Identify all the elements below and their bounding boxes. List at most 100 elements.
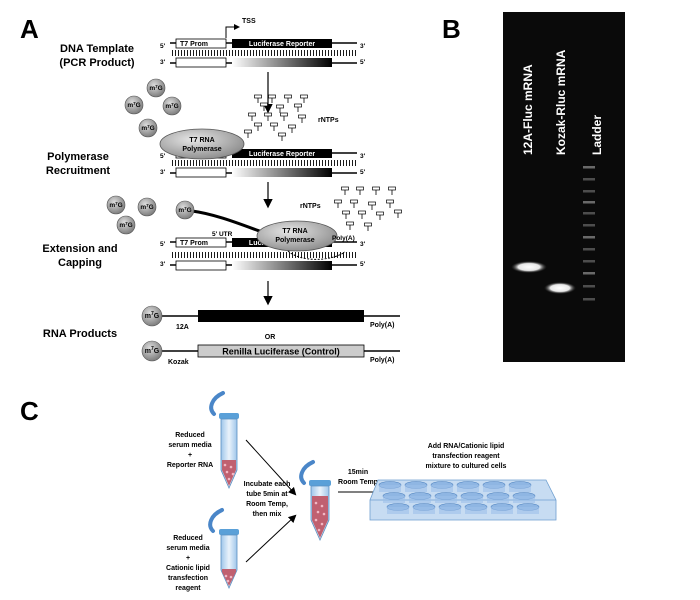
rntp-icon xyxy=(284,94,292,103)
rntp-icon xyxy=(376,211,384,220)
svg-text:T7 RNA: T7 RNA xyxy=(282,228,307,235)
polya-small-label: Poly(A) xyxy=(332,235,355,242)
rntp-icon xyxy=(388,186,396,195)
svg-text:Add RNA/Cationic lipid: Add RNA/Cationic lipid xyxy=(428,443,505,450)
rntp-icon xyxy=(244,129,252,138)
cap-m7g-icon: m7G xyxy=(106,195,126,215)
renilla-leader: Kozak xyxy=(168,359,189,366)
svg-text:3': 3' xyxy=(360,241,366,248)
cap-m7g-icon: m7G xyxy=(162,96,182,116)
svg-text:T7 Prom: T7 Prom xyxy=(180,240,208,247)
tss-label: TSS xyxy=(242,18,256,25)
svg-text:m7G: m7G xyxy=(127,101,140,110)
lane-label-2: Kozak-Rluc mRNA xyxy=(554,49,568,155)
svg-text:reagent: reagent xyxy=(175,585,201,592)
rntps-label-1: rNTPs xyxy=(318,117,339,124)
svg-text:Reduced: Reduced xyxy=(175,432,205,439)
dna-template-1: 5' 3' 3' 5' T7 Prom Luciferase Reporter … xyxy=(160,18,366,68)
luciferase-reporter-label: Luciferase Reporter xyxy=(249,41,315,48)
rntp-icon xyxy=(288,124,296,133)
svg-text:3': 3' xyxy=(160,59,166,66)
svg-text:3': 3' xyxy=(160,261,166,268)
svg-text:Reduced: Reduced xyxy=(173,535,203,542)
step-3-line-2: Capping xyxy=(58,257,102,269)
tube-cationic-lipid xyxy=(208,508,239,589)
panel-label-c: C xyxy=(20,396,39,426)
rntp-icon xyxy=(294,103,302,112)
band-12a-fluc xyxy=(511,261,547,273)
rna-product-renilla: m7G Renilla Luciferase (Control) Kozak P… xyxy=(141,340,400,366)
renilla-tail: Poly(A) xyxy=(370,357,395,364)
rntps-label-2: rNTPs xyxy=(300,203,321,210)
svg-text:5': 5' xyxy=(160,153,166,160)
step-2-line-2: Recruitment xyxy=(46,165,111,177)
rntp-icon xyxy=(394,209,402,218)
svg-text:3': 3' xyxy=(360,153,366,160)
firefly-tail: Poly(A) xyxy=(370,322,395,329)
step-4-line-1: RNA Products xyxy=(43,328,117,340)
t7-prom-label: T7 Prom xyxy=(180,41,208,48)
svg-text:Room Temp: Room Temp xyxy=(338,479,378,486)
rntp-icon xyxy=(300,94,308,103)
rntp-icon xyxy=(356,186,364,195)
svg-text:m7G: m7G xyxy=(149,84,162,93)
cap-m7g-icon: m7G xyxy=(124,95,144,115)
svg-text:tube 5min at: tube 5min at xyxy=(246,491,288,498)
ladder-band xyxy=(583,224,595,227)
svg-text:Luciferase Reporter: Luciferase Reporter xyxy=(249,151,315,158)
rntp-icon xyxy=(334,199,342,208)
rntp-icon xyxy=(342,210,350,219)
rntp-icon xyxy=(278,132,286,141)
rntp-icon xyxy=(264,112,272,121)
t7-polymerase-2: T7 RNA Polymerase Poly(A) xyxy=(256,220,355,260)
svg-text:serum media: serum media xyxy=(168,442,211,449)
nascent-rna: m7G xyxy=(175,200,263,234)
rntp-icon xyxy=(372,186,380,195)
utr-label: 5' UTR xyxy=(212,231,233,238)
ladder-band xyxy=(583,190,595,193)
or-label: OR xyxy=(265,334,276,341)
rntp-icon xyxy=(268,94,276,103)
rntp-icon xyxy=(260,102,268,111)
rntp-icon xyxy=(254,94,262,103)
tube-mixed xyxy=(299,460,331,541)
svg-text:Cationic lipid: Cationic lipid xyxy=(166,565,210,572)
lane-label-3: Ladder xyxy=(590,115,604,155)
rntps-1 xyxy=(244,94,308,141)
band-kozak-rluc xyxy=(544,282,576,294)
rna-product-firefly: m7G Firefly Luciferase 12A Poly(A) xyxy=(141,305,400,331)
svg-text:Incubate each: Incubate each xyxy=(244,481,291,488)
svg-text:T7 RNA: T7 RNA xyxy=(189,137,214,144)
rntp-icon xyxy=(358,210,366,219)
rntp-icon xyxy=(341,186,349,195)
free-caps-2: m7G m7G m7G xyxy=(106,195,157,235)
incubate-text: Incubate each tube 5min at Room Temp, th… xyxy=(244,481,291,518)
cap-m7g-icon: m7G xyxy=(137,197,157,217)
svg-text:transfection: transfection xyxy=(168,575,208,582)
arrow-tube1-to-mix xyxy=(245,439,297,496)
svg-text:mixture to cultured cells: mixture to cultured cells xyxy=(426,463,507,470)
wait-text: 15min Room Temp xyxy=(338,469,378,486)
ladder-band xyxy=(583,272,595,275)
svg-text:m7G: m7G xyxy=(119,221,132,230)
ladder-band xyxy=(583,166,595,169)
ladder-band xyxy=(583,285,595,288)
rntp-icon xyxy=(364,222,372,231)
rntp-icon xyxy=(346,221,354,230)
svg-text:Room Temp,: Room Temp, xyxy=(246,501,288,508)
svg-text:+: + xyxy=(188,452,192,459)
step-2-line-1: Polymerase xyxy=(47,151,109,163)
rntp-icon xyxy=(280,112,288,121)
svg-text:m7G: m7G xyxy=(165,102,178,111)
rntp-icon xyxy=(298,114,306,123)
rntp-icon xyxy=(276,104,284,113)
ladder-bands xyxy=(583,166,595,301)
rntp-icon xyxy=(270,122,278,131)
firefly-leader: 12A xyxy=(176,324,189,331)
t7-polymerase-1: T7 RNA Polymerase xyxy=(159,128,245,160)
svg-text:3': 3' xyxy=(360,43,366,50)
svg-text:5': 5' xyxy=(160,241,166,248)
renilla-label: Renilla Luciferase (Control) xyxy=(222,347,340,357)
svg-text:m7G: m7G xyxy=(140,203,153,212)
